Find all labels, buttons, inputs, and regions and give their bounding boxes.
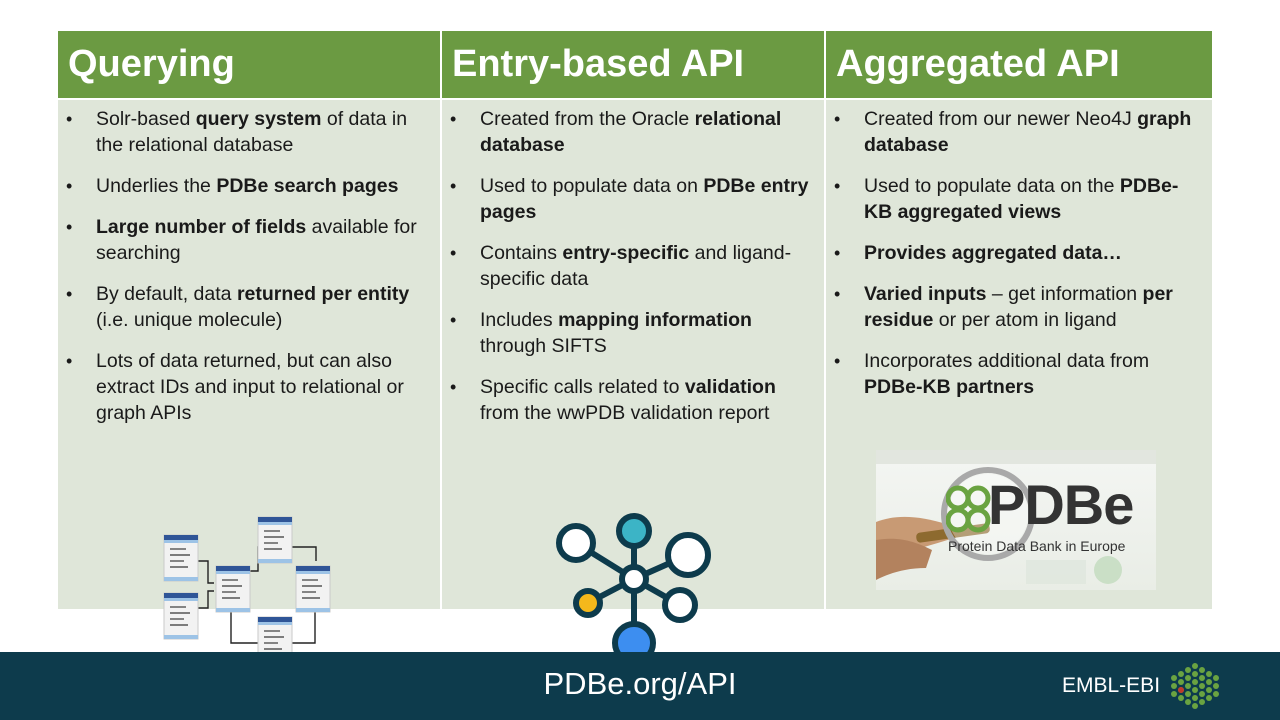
pdbe-logo-text: PDBe [988,473,1134,536]
bullet-list: Created from the Oracle relational datab… [442,100,824,426]
bullet-list: Solr-based query system of data in the r… [58,100,440,426]
column-body-aggregated-api: Created from our newer Neo4J graph datab… [826,100,1212,609]
pdbe-logo-mark-icon [946,485,991,533]
bullet-item: Solr-based query system of data in the r… [58,106,430,158]
bullet-item: Contains entry-specific and ligand-speci… [442,240,814,292]
bullet-item: Incorporates additional data from PDBe-K… [826,348,1202,400]
bullet-item: Created from our newer Neo4J graph datab… [826,106,1202,158]
bullet-item: Varied inputs – get information per resi… [826,281,1202,333]
column-header-entry-api: Entry-based API [442,31,826,100]
pdbe-logo-subtitle: Protein Data Bank in Europe [948,538,1126,554]
relational-database-diagram-icon [163,516,331,664]
bullet-item: Large number of fields available for sea… [58,214,430,266]
bullet-item: Underlies the PDBe search pages [58,173,430,199]
column-body-querying: Solr-based query system of data in the r… [58,100,442,664]
bullet-item: Used to populate data on PDBe entry page… [442,173,814,225]
network-hub-icon [556,513,711,665]
bullet-item: Specific calls related to validation fro… [442,374,814,426]
bullet-item: Lots of data returned, but can also extr… [58,348,430,426]
comparison-table: Querying Entry-based API Aggregated API … [58,31,1212,665]
footer-bar: PDBe.org/API EMBL-EBI [0,652,1280,720]
pdbe-magnifier-photo: PDBe Protein Data Bank in Europe [876,450,1156,590]
embl-ebi-logo-text: EMBL-EBI [1062,674,1161,697]
bullet-item: Created from the Oracle relational datab… [442,106,814,158]
column-header-aggregated-api: Aggregated API [826,31,1212,100]
bullet-item: Includes mapping information through SIF… [442,307,814,359]
bullet-item: Provides aggregated data… [826,240,1202,266]
column-header-querying: Querying [58,31,442,100]
footer-url-link[interactable]: PDBe.org/API [543,666,737,701]
bullet-item: Used to populate data on the PDBe-KB agg… [826,173,1202,225]
bullet-item: By default, data returned per entity (i.… [58,281,430,333]
bullet-list: Created from our newer Neo4J graph datab… [826,100,1212,400]
column-body-entry-api: Created from the Oracle relational datab… [442,100,826,665]
embl-ebi-hexagon-logo-icon [1171,663,1219,709]
